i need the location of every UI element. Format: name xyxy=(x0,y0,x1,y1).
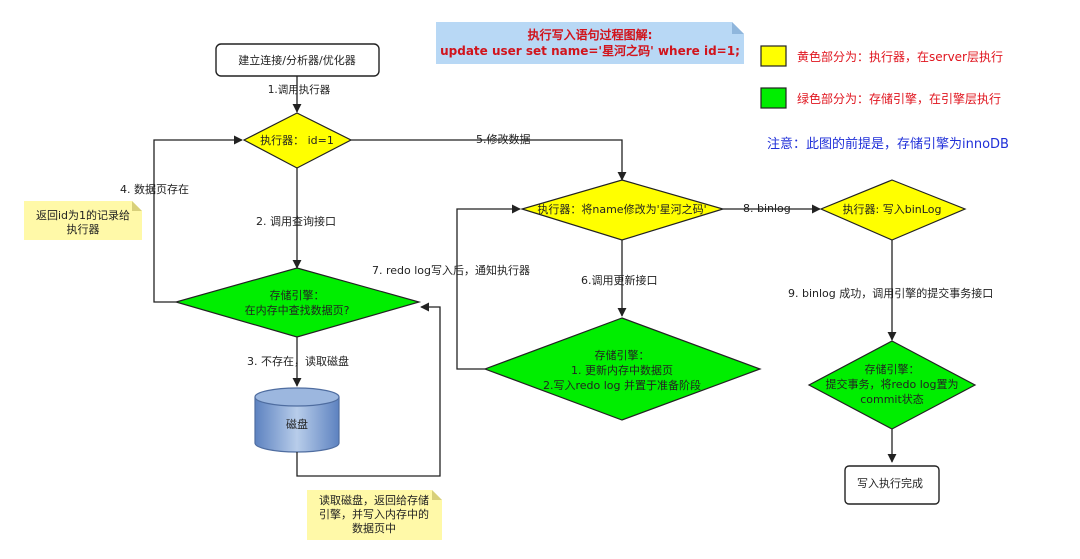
sticky-return-line2: 执行器 xyxy=(67,222,100,236)
edge-9-label: 9. binlog 成功，调用引擎的提交事务接口 xyxy=(788,286,993,300)
title-line1: 执行写入语句过程图解: xyxy=(528,27,653,42)
sticky-read-line3: 数据页中 xyxy=(352,521,396,535)
title-note: 执行写入语句过程图解: update user set name='星河之码' … xyxy=(436,22,744,64)
engine-lookup-node: 存储引擎： 在内存中查找数据页? xyxy=(173,267,422,338)
legend-yellow-swatch xyxy=(760,45,787,67)
edge-7-label: 7. redo log写入后，通知执行器 xyxy=(372,263,530,277)
executor-modify-node: 执行器：将name修改为'星河之码' xyxy=(519,179,726,241)
legend: 黄色部分为：执行器，在server层执行 绿色部分为：存储引擎，在引擎层执行 xyxy=(760,45,1003,109)
edge-read-disk xyxy=(296,302,441,477)
edge-5 xyxy=(351,139,627,181)
sticky-return: 返回id为1的记录给 执行器 xyxy=(24,201,142,240)
end-node: 写入执行完成 xyxy=(844,465,940,505)
engine-commit-line3: commit状态 xyxy=(860,392,924,406)
sticky-read: 读取磁盘，返回给存储 引擎，并写入内存中的 数据页中 xyxy=(307,490,442,540)
edge-5-label: 5.修改数据 xyxy=(476,132,531,146)
start-node: 建立连接/分析器/优化器 xyxy=(215,43,380,77)
engine-commit-line1: 存储引擎： xyxy=(865,362,920,376)
edge-8-label: 8. binlog xyxy=(743,202,791,215)
executor-id-node: 执行器： id=1 xyxy=(242,112,353,169)
edge-1-label: 1.调用执行器 xyxy=(268,83,331,96)
engine-update-line3: 2.写入redo log 并置于准备阶段 xyxy=(543,378,701,392)
legend-green-swatch xyxy=(760,87,787,109)
end-label: 写入执行完成 xyxy=(857,476,923,490)
engine-update-line2: 1. 更新内存中数据页 xyxy=(571,363,673,377)
executor-id-label: 执行器： id=1 xyxy=(260,133,334,147)
engine-lookup-line1: 存储引擎： xyxy=(270,288,325,302)
engine-lookup-line2: 在内存中查找数据页? xyxy=(245,303,350,317)
edge-7 xyxy=(456,204,521,370)
engine-commit-line2: 提交事务，将redo log置为 xyxy=(825,377,958,391)
legend-yellow-label: 黄色部分为：执行器，在server层执行 xyxy=(797,49,1003,64)
engine-update-node: 存储引擎： 1. 更新内存中数据页 2.写入redo log 并置于准备阶段 xyxy=(483,317,762,421)
sticky-read-line1: 读取磁盘，返回给存储 xyxy=(319,493,429,507)
edge-4 xyxy=(153,135,243,303)
sticky-read-line2: 引擎，并写入内存中的 xyxy=(319,507,429,521)
disk-label: 磁盘 xyxy=(286,417,308,431)
executor-binlog-node: 执行器: 写入binLog xyxy=(819,179,967,241)
start-label: 建立连接/分析器/优化器 xyxy=(238,53,355,67)
edge-4-label: 4. 数据页存在 xyxy=(120,182,189,196)
sticky-return-line1: 返回id为1的记录给 xyxy=(36,208,130,222)
executor-binlog-label: 执行器: 写入binLog xyxy=(843,202,942,216)
legend-green-label: 绿色部分为：存储引擎，在引擎层执行 xyxy=(797,91,1001,106)
engine-update-line1: 存储引擎： xyxy=(595,348,650,362)
engine-commit-node: 存储引擎： 提交事务，将redo log置为 commit状态 xyxy=(807,340,977,430)
edge-3-label: 3. 不存在，读取磁盘 xyxy=(247,354,349,368)
disk-node: 磁盘 xyxy=(254,387,340,453)
edge-2-label: 2. 调用查询接口 xyxy=(256,214,336,228)
edge-6-label: 6.调用更新接口 xyxy=(581,273,658,287)
executor-modify-label: 执行器：将name修改为'星河之码' xyxy=(537,202,706,216)
premise-note: 注意：此图的前提是，存储引擎为innoDB xyxy=(767,136,1009,152)
title-line2: update user set name='星河之码' where id=1; xyxy=(440,43,740,58)
